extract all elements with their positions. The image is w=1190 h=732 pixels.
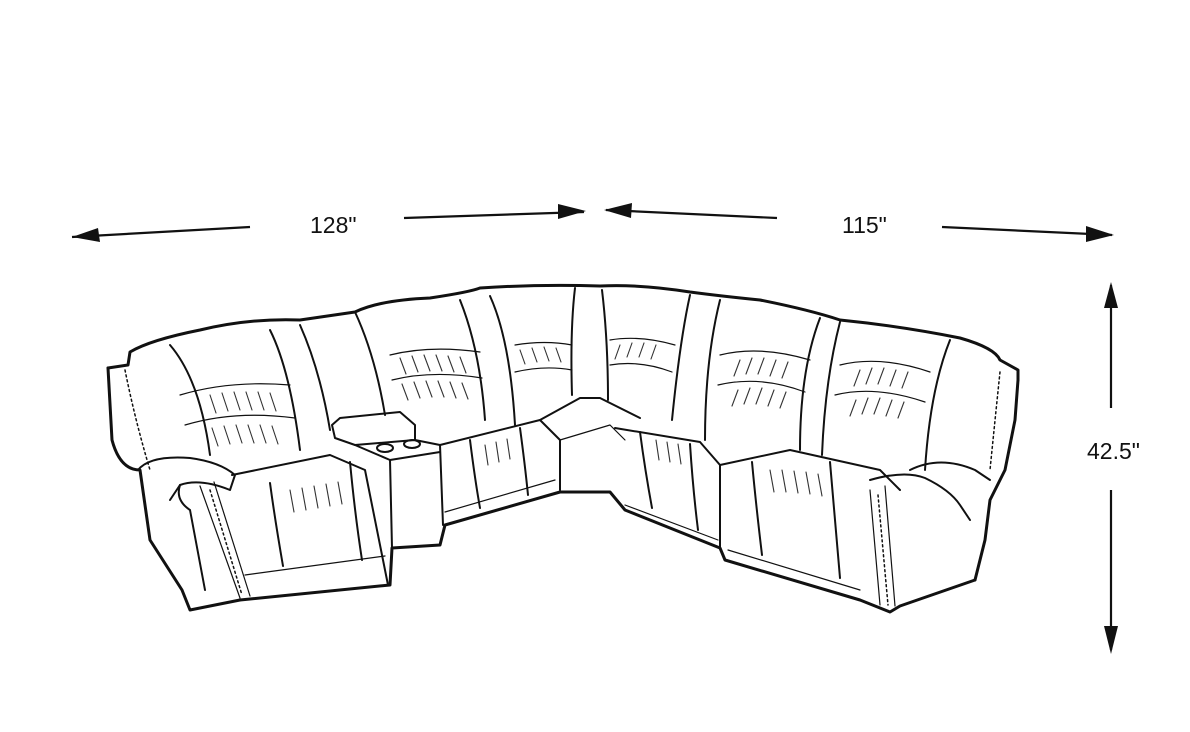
left-width-label: 128" — [310, 212, 357, 238]
height-label: 42.5" — [1087, 438, 1140, 464]
tufting-hatch — [209, 342, 909, 513]
left-width-arrow — [71, 204, 586, 242]
height-arrow — [1104, 282, 1118, 654]
right-width-arrow — [604, 203, 1114, 242]
right-width-label: 115" — [842, 212, 887, 238]
sectional-sofa-drawing — [106, 283, 1020, 614]
